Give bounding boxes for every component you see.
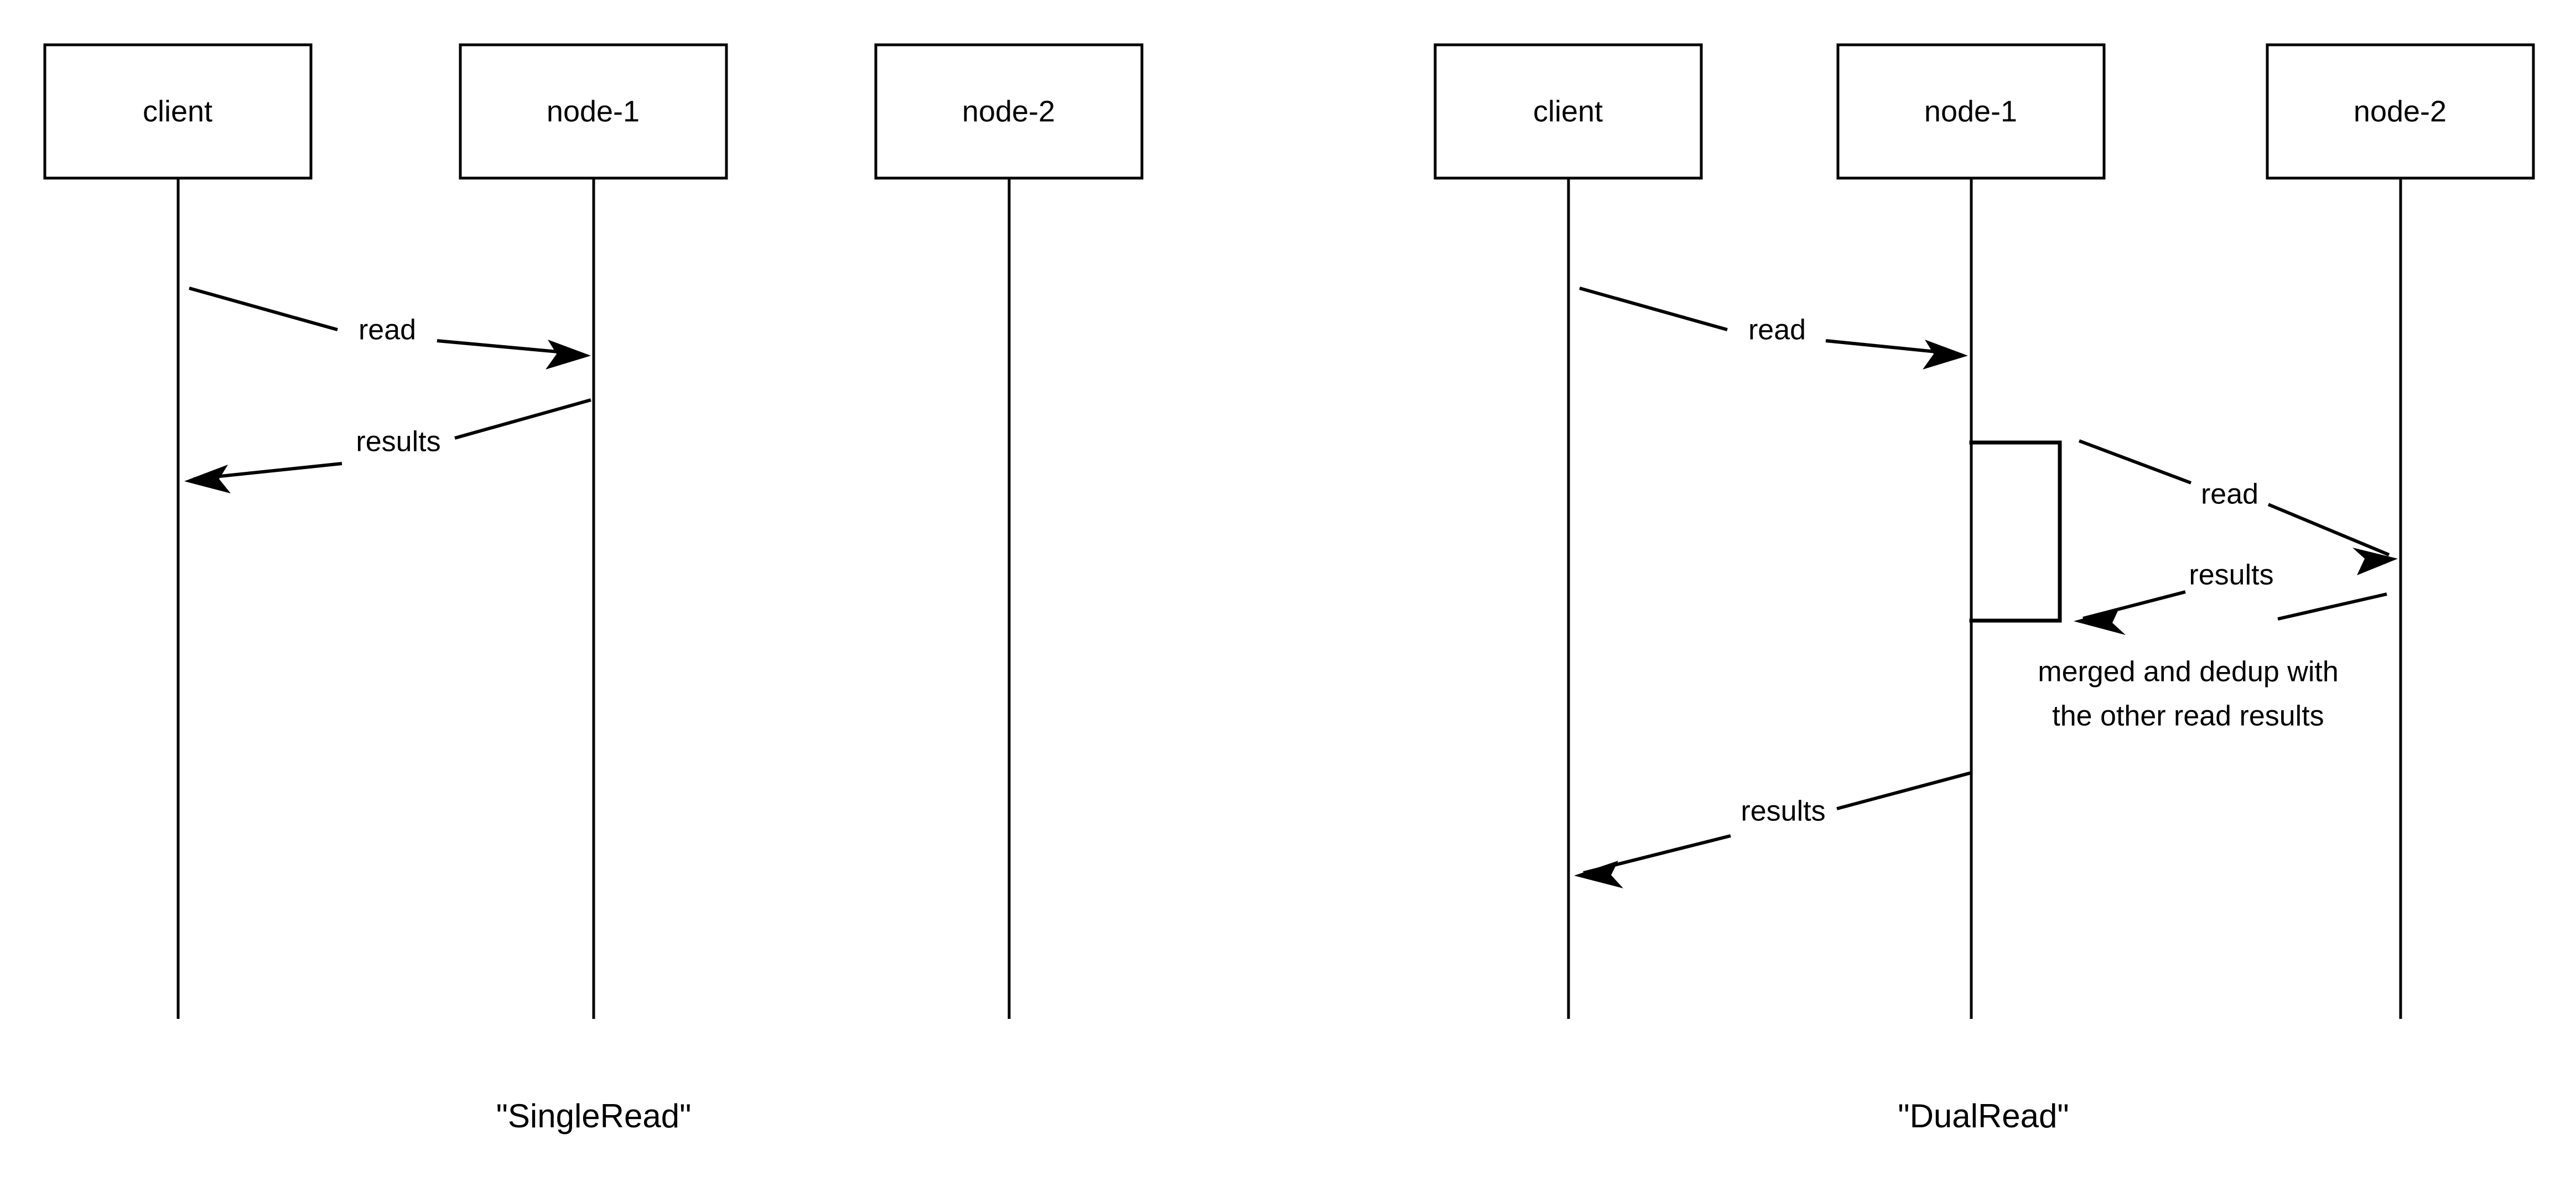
note-line-2: the other read results: [2052, 700, 2324, 732]
note-line-1: merged and dedup with: [2038, 656, 2339, 688]
participant-label-node-2-2: node-2: [2354, 95, 2447, 128]
arrowhead-left-3: [1574, 861, 1623, 888]
arrowhead-left: [184, 465, 231, 493]
participant-node-2-2[interactable]: node-2: [2266, 43, 2535, 1019]
participant-node-2[interactable]: node-2: [874, 43, 1144, 1019]
arrowhead-right-2: [1923, 340, 1968, 369]
message-label-results-2: results: [2189, 559, 2273, 591]
message-label-read-2: read: [1748, 314, 1806, 346]
activation-bar-node-1: [1969, 440, 2062, 623]
message-label-read: read: [359, 314, 416, 346]
message-results-node-2-to-node-1[interactable]: results: [2074, 559, 2387, 635]
panel-dual-read: client node-1 node-2 read: [1434, 43, 2535, 1134]
message-results-node-1-to-client[interactable]: results: [184, 398, 591, 493]
participant-label-node-1-2: node-1: [1924, 95, 2017, 128]
participant-label-client: client: [143, 95, 212, 128]
participant-node-1[interactable]: node-1: [459, 43, 728, 1019]
participant-label-node-2: node-2: [962, 95, 1055, 128]
participant-box-node-1-2[interactable]: [1836, 43, 2106, 180]
message-read-client-to-node-1[interactable]: read: [189, 287, 591, 369]
message-label-results: results: [356, 426, 440, 458]
participant-client[interactable]: client: [43, 43, 313, 1019]
message-results-node-1-to-client[interactable]: results: [1574, 771, 1972, 888]
message-read-client-to-node-1-2[interactable]: read: [1579, 287, 1968, 369]
arrowhead-right-3: [2352, 548, 2398, 575]
arrowhead-left-2: [2074, 608, 2126, 635]
panel-single-read: client node-1 node-2 read results: [43, 43, 1144, 1134]
participant-label-client-2: client: [1533, 95, 1603, 128]
participant-client-2[interactable]: client: [1434, 43, 1703, 1019]
note-merge-dedup: merged and dedup with the other read res…: [2038, 656, 2339, 732]
participant-label-node-1: node-1: [547, 95, 640, 128]
participant-box-node-2[interactable]: [874, 43, 1144, 180]
message-read-node-1-to-node-2[interactable]: read: [2078, 439, 2398, 575]
panel-caption-single-read: "SingleRead": [496, 1097, 692, 1134]
participant-box-client[interactable]: [43, 43, 313, 180]
participant-box-node-1[interactable]: [459, 43, 728, 180]
message-label-read-3: read: [2201, 478, 2258, 511]
panel-caption-dual-read: "DualRead": [1898, 1097, 2069, 1134]
participant-box-node-2-2[interactable]: [2266, 43, 2535, 180]
arrowhead-right: [546, 340, 591, 369]
participant-node-1-2[interactable]: node-1: [1836, 43, 2106, 1019]
message-label-results-3: results: [1741, 795, 1825, 828]
